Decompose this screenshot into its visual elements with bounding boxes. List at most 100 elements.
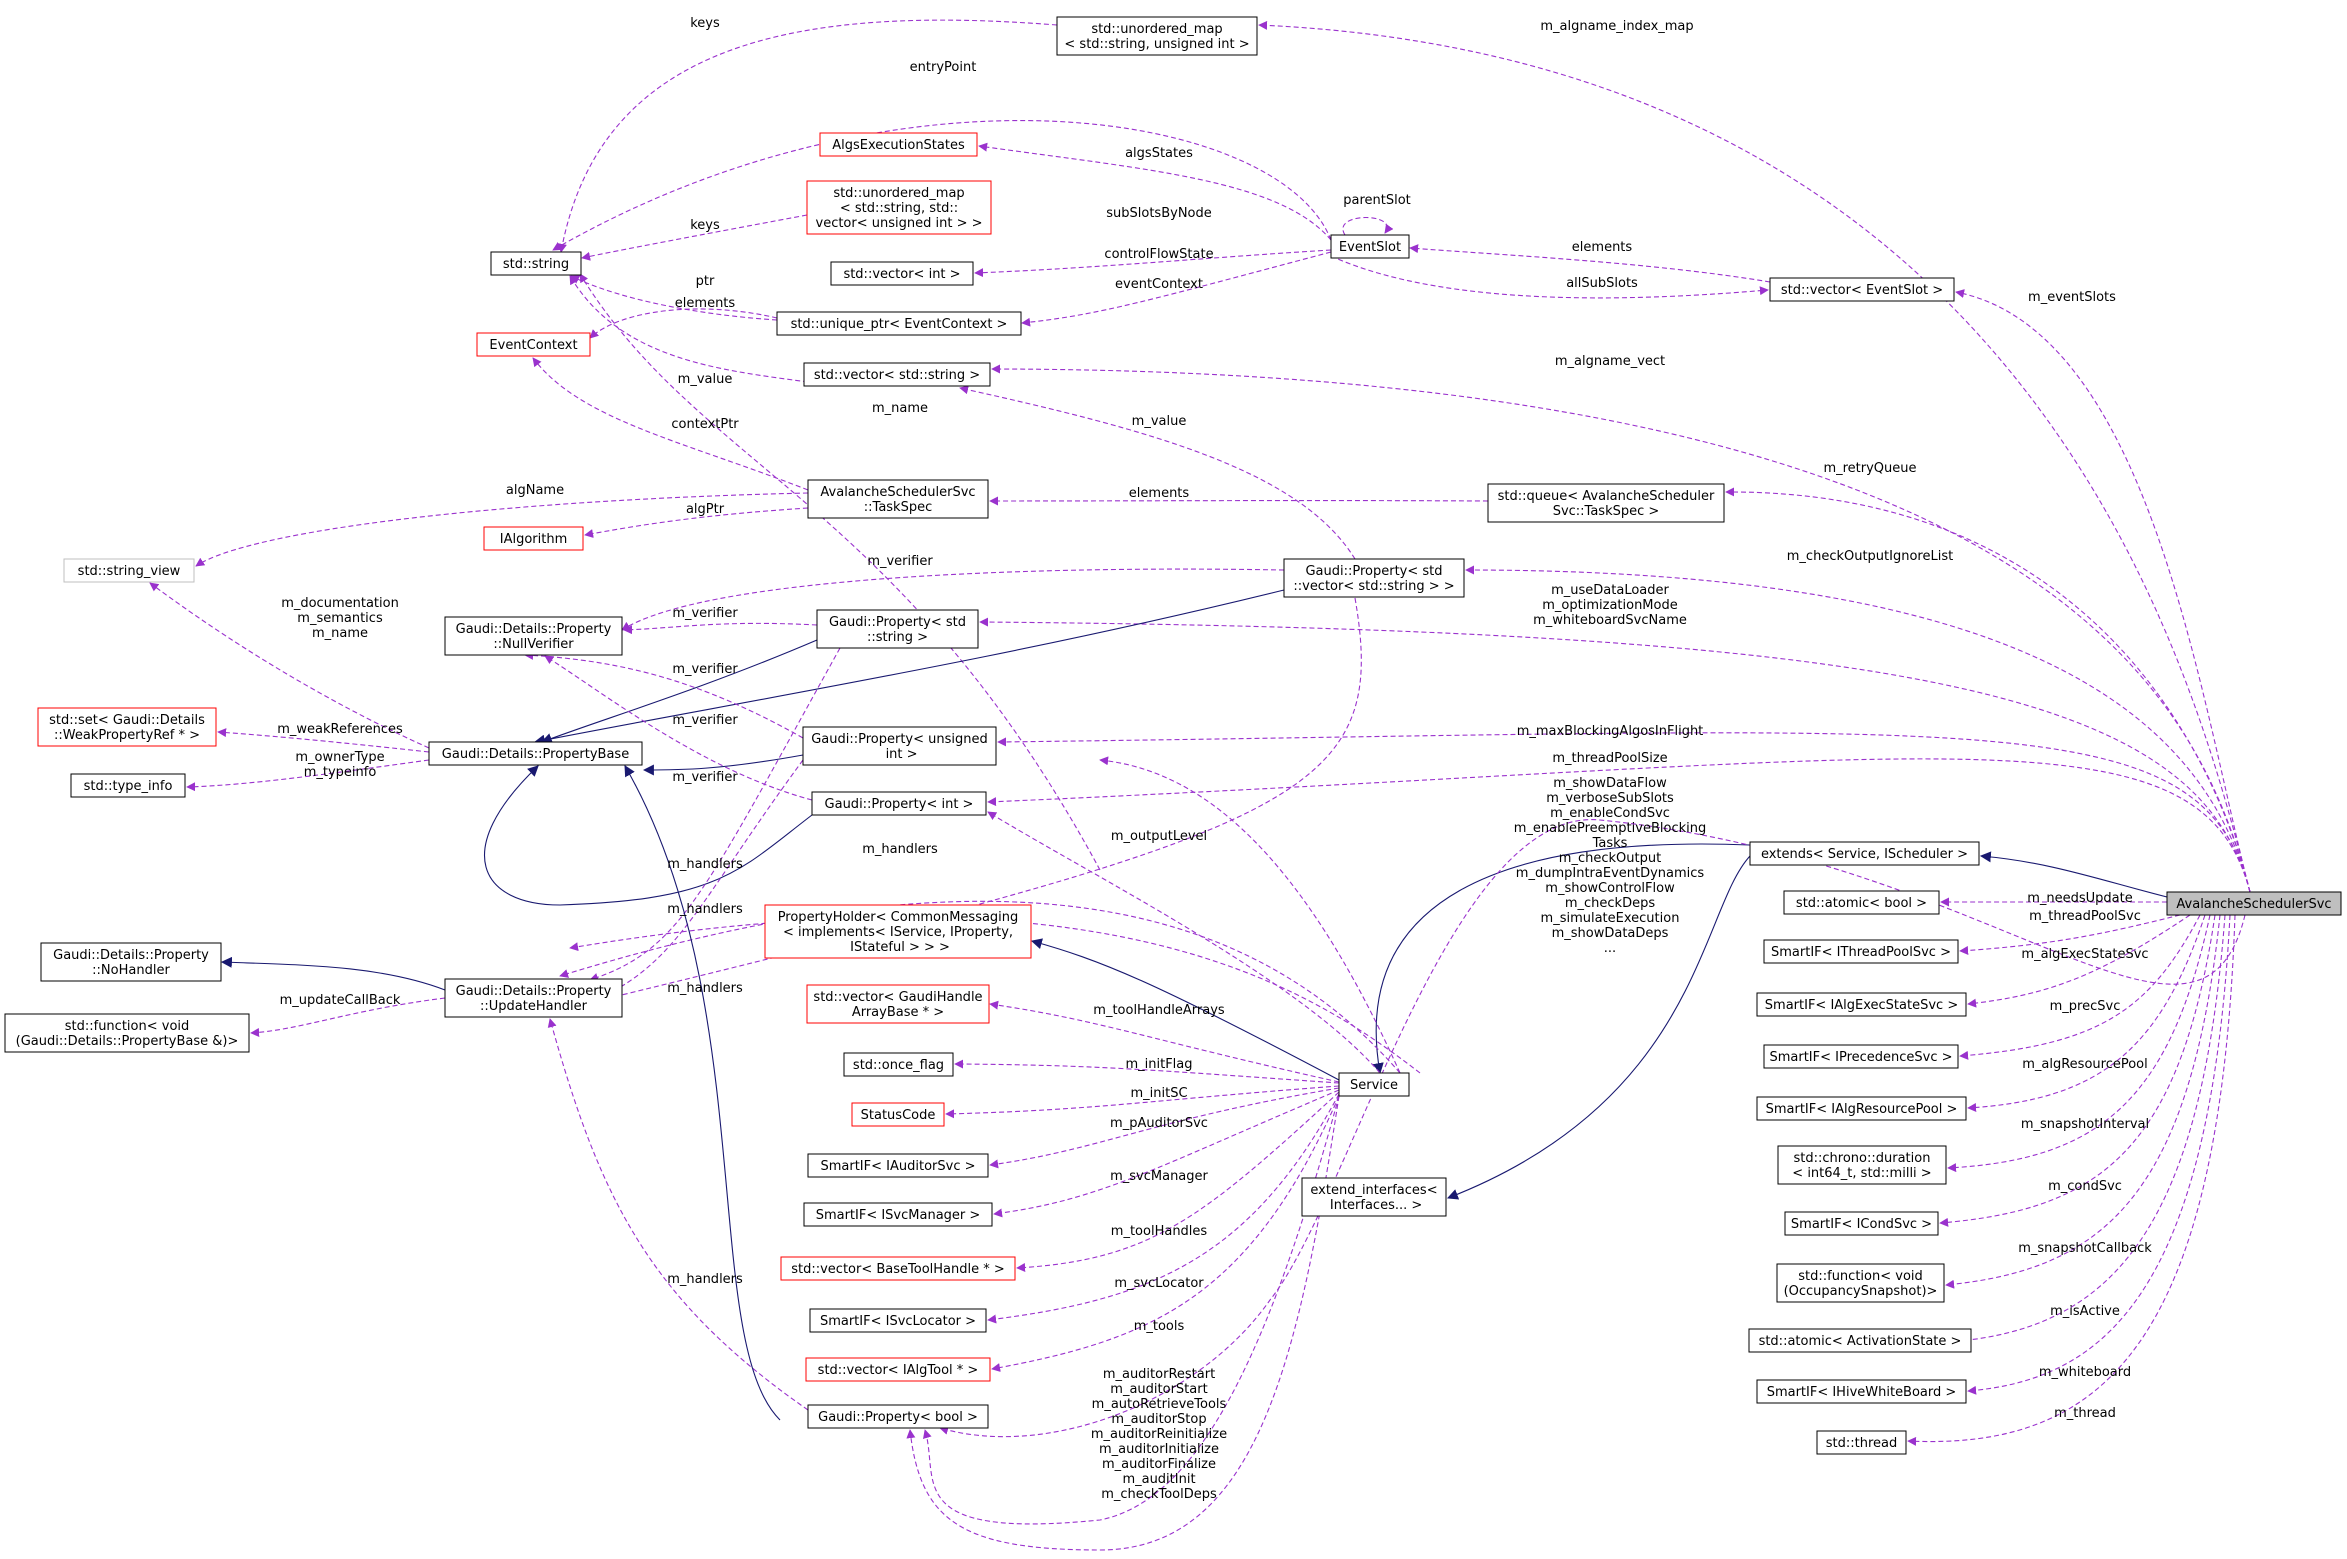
class-node-unique-ptr-ctx[interactable]: std::unique_ptr< EventContext >: [776, 311, 1022, 336]
class-node-chrono-duration[interactable]: std::chrono::duration< int64_t, std::mil…: [1777, 1145, 1947, 1185]
node-label: std::chrono::duration< int64_t, std::mil…: [1792, 1151, 1931, 1181]
node-label: std::thread: [1826, 1436, 1898, 1451]
usage-edge: [589, 647, 841, 982]
node-label: std::vector< BaseToolHandle * >: [791, 1262, 1005, 1277]
class-node-smartif-svclocator[interactable]: SmartIF< ISvcLocator >: [809, 1308, 987, 1333]
class-node-prop-string[interactable]: Gaudi::Property< std::string >: [816, 609, 979, 649]
class-node-smartif-algexecstate[interactable]: SmartIF< IAlgExecStateSvc >: [1756, 992, 1967, 1017]
class-node-smartif-condsvc[interactable]: SmartIF< ICondSvc >: [1784, 1211, 1939, 1236]
class-node-std-function-occ[interactable]: std::function< void(OccupancySnapshot)>: [1776, 1263, 1945, 1303]
node-box: [428, 741, 643, 766]
class-node-update-handler[interactable]: Gaudi::Details::Property::UpdateHandler: [444, 978, 623, 1018]
class-node-vector-ialgtool[interactable]: std::vector< IAlgTool * >: [805, 1357, 991, 1382]
class-node-unordered-map-str[interactable]: std::unordered_map< std::string, unsigne…: [1056, 16, 1258, 56]
class-node-ialgorithm[interactable]: IAlgorithm: [483, 526, 584, 551]
class-node-string-view[interactable]: std::string_view: [63, 558, 195, 583]
usage-edge: [991, 1095, 1340, 1372]
class-node-smartif-precedence[interactable]: SmartIF< IPrecedenceSvc >: [1763, 1044, 1959, 1069]
edge-label-elements-evslot: elements: [1572, 240, 1633, 255]
node-box: [1756, 1379, 1967, 1404]
usage-edge: [1725, 487, 2251, 893]
class-node-status-code[interactable]: StatusCode: [851, 1102, 945, 1127]
node-label: std::vector< EventSlot >: [1781, 283, 1943, 298]
class-node-type-info[interactable]: std::type_info: [70, 773, 186, 798]
class-node-event-context[interactable]: EventContext: [476, 332, 591, 357]
class-node-extends-service[interactable]: extends< Service, IScheduler >: [1749, 841, 1980, 866]
class-node-set-weak[interactable]: std::set< Gaudi::Details::WeakPropertyRe…: [37, 707, 217, 747]
node-box: [1763, 1044, 1959, 1069]
class-node-smartif-svcmanager[interactable]: SmartIF< ISvcManager >: [803, 1202, 993, 1227]
node-label: Gaudi::Details::Property::UpdateHandler: [456, 984, 612, 1014]
edge-label-m-cond-svc: m_condSvc: [2048, 1179, 2122, 1194]
class-node-atomic-bool[interactable]: std::atomic< bool >: [1783, 890, 1940, 915]
class-node-algs-exec-states[interactable]: AlgsExecutionStates: [819, 132, 978, 157]
class-node-event-slot[interactable]: EventSlot: [1330, 234, 1410, 259]
node-label: StatusCode: [861, 1108, 936, 1123]
node-box: [809, 1308, 987, 1333]
edge-label-m-handlers-d: m_handlers: [667, 981, 743, 996]
class-node-unordered-map-vec[interactable]: std::unordered_map< std::string, std::ve…: [806, 180, 992, 235]
node-label: Gaudi::Property< int >: [825, 797, 974, 812]
class-node-property-holder[interactable]: PropertyHolder< CommonMessaging< impleme…: [764, 904, 1032, 959]
node-box: [37, 707, 217, 747]
class-node-once-flag[interactable]: std::once_flag: [843, 1052, 954, 1077]
usage-edge: [1959, 914, 2181, 955]
edge-label-m-thread-pool-svc: m_threadPoolSvc: [2029, 909, 2141, 924]
class-node-task-spec[interactable]: AvalancheSchedulerSvc::TaskSpec: [807, 479, 989, 519]
node-label: SmartIF< ISvcLocator >: [820, 1314, 976, 1329]
class-node-prop-int[interactable]: Gaudi::Property< int >: [811, 791, 987, 816]
edge-label-m-svc-locator: m_svcLocator: [1114, 1276, 1204, 1291]
class-node-avalanche[interactable]: AvalancheSchedulerSvc: [2166, 891, 2342, 916]
usage-edge: [149, 582, 430, 749]
node-box: [811, 791, 987, 816]
node-label: AvalancheSchedulerSvc::TaskSpec: [820, 485, 975, 515]
class-node-smartif-threadpool[interactable]: SmartIF< IThreadPoolSvc >: [1763, 939, 1959, 964]
edge-label-m-alg-exec-state-svc: m_algExecStateSvc: [2021, 947, 2148, 962]
class-node-std-thread[interactable]: std::thread: [1816, 1430, 1907, 1455]
class-node-vector-base-tool-handle[interactable]: std::vector< BaseToolHandle * >: [780, 1256, 1016, 1281]
usage-edge: [997, 732, 2251, 893]
class-node-prop-vec-string[interactable]: Gaudi::Property< std::vector< std::strin…: [1283, 558, 1465, 598]
edge-label-m-init-sc: m_initSC: [1130, 1086, 1187, 1101]
class-node-smartif-algresourcepool[interactable]: SmartIF< IAlgResourcePool >: [1756, 1096, 1967, 1121]
inheritance-edge: [642, 754, 804, 776]
node-box: [4, 1013, 250, 1053]
class-node-no-handler[interactable]: Gaudi::Details::Property::NoHandler: [40, 942, 222, 982]
class-node-smartif-hivewhiteboard[interactable]: SmartIF< IHiveWhiteBoard >: [1756, 1379, 1967, 1404]
node-label: SmartIF< IAuditorSvc >: [820, 1159, 975, 1174]
class-node-smartif-auditor[interactable]: SmartIF< IAuditorSvc >: [807, 1153, 989, 1178]
class-node-vector-string[interactable]: std::vector< std::string >: [803, 362, 991, 387]
usage-edge: [1967, 914, 2231, 1395]
class-node-property-base[interactable]: Gaudi::Details::PropertyBase: [428, 741, 643, 766]
usage-edge: [1409, 244, 1771, 283]
edges: [149, 19, 2251, 1551]
class-node-service[interactable]: Service: [1338, 1072, 1410, 1097]
usage-edge: [1947, 914, 2211, 1173]
class-node-vector-event-slot[interactable]: std::vector< EventSlot >: [1769, 277, 1955, 302]
class-node-std-string[interactable]: std::string: [490, 251, 582, 276]
class-node-extend-interfaces[interactable]: extend_interfaces< Interfaces... >: [1301, 1177, 1447, 1217]
node-box: [803, 362, 991, 387]
node-box: [1776, 1263, 1945, 1303]
class-node-null-verifier[interactable]: Gaudi::Details::Property::NullVerifier: [444, 616, 623, 656]
node-box: [63, 558, 195, 583]
edge-label-m-verifier-b: m_verifier: [672, 606, 738, 621]
class-node-atomic-activation[interactable]: std::atomic< ActivationState >: [1748, 1328, 1972, 1353]
edge-label-m-init-flag: m_initFlag: [1125, 1057, 1192, 1072]
node-box: [802, 726, 997, 766]
node-box: [1777, 1145, 1947, 1185]
usage-edge: [979, 617, 2251, 893]
edge-label-m-verifier-e: m_verifier: [672, 770, 738, 785]
class-node-vector-int[interactable]: std::vector< int >: [830, 261, 974, 286]
class-node-prop-bool[interactable]: Gaudi::Property< bool >: [807, 1404, 989, 1429]
node-box: [806, 984, 990, 1024]
class-node-std-function-pb[interactable]: std::function< void(Gaudi::Details::Prop…: [4, 1013, 250, 1053]
class-node-prop-unsigned[interactable]: Gaudi::Property< unsigned int >: [802, 726, 997, 766]
usage-edge: [1922, 914, 2226, 1348]
node-label: std::string: [503, 257, 569, 272]
node-label: std::unordered_map< std::string, unsigne…: [1064, 22, 1249, 52]
